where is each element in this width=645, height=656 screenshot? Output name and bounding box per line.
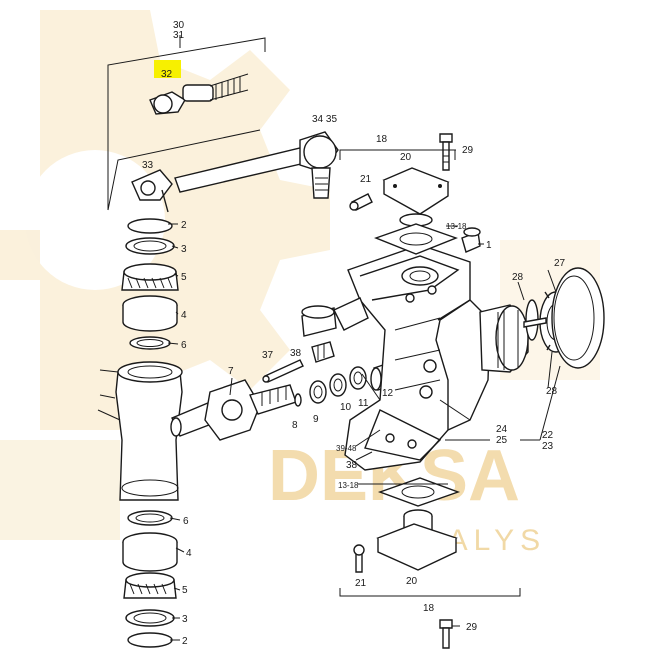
callout-38-top: 38 <box>290 348 302 359</box>
callout-5-top: 5 <box>181 272 187 283</box>
axle-housing <box>97 361 183 501</box>
pin-28 <box>523 317 547 328</box>
callout-1: 1 <box>486 240 492 251</box>
callout-6-bottom: 6 <box>183 516 189 527</box>
callout-3-top: 3 <box>181 244 187 255</box>
callout-20-top: 20 <box>400 152 412 163</box>
callout-29-bottom: 29 <box>466 622 478 633</box>
outer-tie-rod-end <box>131 169 173 213</box>
callout-21-bottom: 21 <box>355 578 367 589</box>
callouts: 30 31 32 33 34 35 18 20 29 21 13-18 1 2 … <box>142 20 566 647</box>
upper-bearing-stack <box>121 218 179 350</box>
steering-knuckle <box>333 244 491 471</box>
drive-shaft-joint <box>170 379 297 441</box>
callout-28-bottom: 28 <box>546 386 558 397</box>
bushing-upper <box>301 305 337 337</box>
leader-lines <box>167 149 557 641</box>
bolt-29-top <box>439 133 453 171</box>
callout-33: 33 <box>142 160 154 171</box>
grease-fitting-1 <box>461 227 481 253</box>
callout-27: 27 <box>554 258 566 269</box>
hub-cap-27 <box>551 267 605 369</box>
callout-4-bottom: 4 <box>186 548 192 559</box>
nut-38-top <box>311 341 335 363</box>
callout-31: 31 <box>173 30 185 41</box>
gasket-bottom <box>377 477 461 507</box>
callout-10: 10 <box>340 402 352 413</box>
callout-3-bottom: 3 <box>182 614 188 625</box>
callout-2-top: 2 <box>181 220 187 231</box>
callout-6-top: 6 <box>181 340 187 351</box>
spindle-hub <box>479 299 539 373</box>
callout-2-bottom: 2 <box>182 636 188 647</box>
highlight-32 <box>154 60 181 78</box>
gasket-top <box>374 223 458 255</box>
callout-21-top: 21 <box>360 174 372 185</box>
callout-28-top: 28 <box>512 272 524 283</box>
tie-rod <box>174 131 339 199</box>
callout-32: 32 <box>161 69 173 80</box>
callout-5-bottom: 5 <box>182 585 188 596</box>
callout-39-48: 39-48 <box>336 444 357 453</box>
callout-23: 23 <box>542 441 554 452</box>
callout-24: 24 <box>496 424 508 435</box>
bottom-cap-assembly <box>376 509 458 571</box>
callout-7: 7 <box>228 366 234 377</box>
callout-12: 12 <box>382 388 394 399</box>
top-cap-assembly <box>382 167 450 227</box>
inner-tie-rod-end <box>149 60 249 115</box>
callout-13-18-top: 13-18 <box>446 222 467 231</box>
callout-38-bottom: 38 <box>346 460 358 471</box>
callout-18-bottom: 18 <box>423 603 435 614</box>
callout-13-18-bottom: 13-18 <box>338 481 359 490</box>
callout-18-top: 18 <box>376 134 388 145</box>
callout-25: 25 <box>496 435 508 446</box>
callout-37: 37 <box>262 350 274 361</box>
tie-rod-bracket <box>107 35 266 210</box>
bolt-21-bottom <box>353 544 365 573</box>
callout-4-top: 4 <box>181 310 187 321</box>
callout-11: 11 <box>358 398 369 409</box>
bolt-21-top <box>349 193 373 211</box>
pin-37 <box>262 359 304 383</box>
callout-34-35: 34 35 <box>312 114 337 125</box>
callout-22: 22 <box>542 430 554 441</box>
callout-29-top: 29 <box>462 145 474 156</box>
group-brackets <box>339 149 561 597</box>
callout-8: 8 <box>292 420 298 431</box>
callout-20-bottom: 20 <box>406 576 418 587</box>
callout-9: 9 <box>313 414 319 425</box>
callout-30: 30 <box>173 20 185 31</box>
lower-bearing-stack <box>122 510 178 648</box>
bolt-29-bottom <box>439 619 453 649</box>
